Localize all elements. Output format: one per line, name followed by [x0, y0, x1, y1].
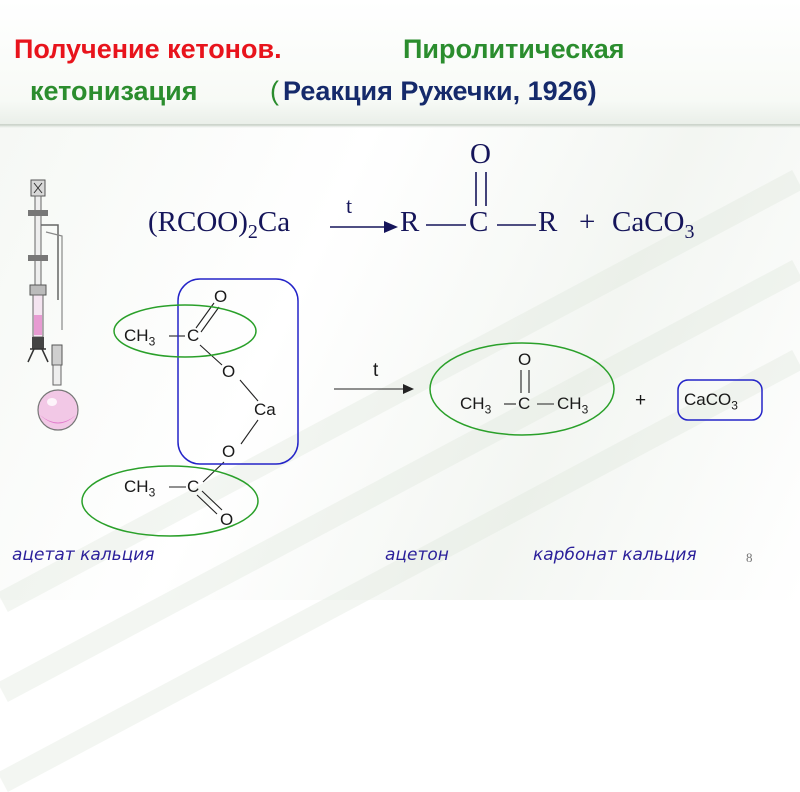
- acetate-ch3-top: CH3: [124, 326, 156, 349]
- acetone-ch3-left: CH3: [460, 394, 492, 417]
- title-part-1: Получение кетонов.: [14, 34, 282, 64]
- acetyl-highlight-top: [113, 304, 257, 358]
- title-part-4: Реакция Ружечки, 1926): [283, 76, 597, 106]
- title-divider: [0, 124, 800, 128]
- title-part-2: Пиролитическая: [403, 34, 625, 64]
- calcium-highlight-oval: [177, 278, 299, 465]
- caption-calcium-carbonate: карбонат кальция: [533, 545, 697, 565]
- caption-calcium-acetate: ацетат кальция: [12, 545, 155, 565]
- acetate-o-single-top: O: [222, 362, 236, 381]
- reaction-arrow: [334, 384, 414, 394]
- carbonate-formula: CaCO3: [684, 390, 738, 413]
- distillation-apparatus-icon: [27, 179, 79, 431]
- ketone-oxygen: O: [470, 138, 491, 170]
- general-plus: +: [579, 206, 596, 238]
- general-equation-bonds: [426, 172, 536, 226]
- acetate-o-single-bottom: O: [222, 442, 236, 461]
- page-number: 8: [746, 550, 753, 565]
- ketone-carbon: C: [469, 206, 489, 238]
- acetate-c-bottom: C: [187, 477, 200, 496]
- carbonate-highlight-box: [677, 379, 763, 421]
- general-condition: t: [346, 193, 353, 218]
- acetate-c-top: C: [187, 326, 200, 345]
- acetone-bonds: [504, 370, 554, 405]
- byproduct-formula: CaCO3: [612, 206, 695, 243]
- acetone-highlight-oval: [429, 342, 615, 436]
- acetone-ch3-right: CH3: [557, 394, 589, 417]
- diagram-drawing: [27, 172, 763, 537]
- reaction-condition: t: [373, 360, 379, 381]
- general-reaction-arrow: [330, 221, 398, 233]
- r-group-right: R: [538, 206, 558, 238]
- acetate-calcium: Ca: [254, 400, 276, 419]
- acetate-o-double-top: O: [214, 287, 228, 306]
- reactant-formula: (RCOO)2Ca: [148, 206, 291, 243]
- caption-acetone: ацетон: [385, 545, 449, 565]
- acetone-oxygen: O: [518, 350, 532, 369]
- acetate-o-double-bottom: O: [220, 510, 234, 529]
- title-paren: (: [270, 76, 279, 106]
- acetyl-highlight-bottom: [81, 465, 259, 537]
- r-group-left: R: [400, 206, 420, 238]
- acetone-carbon: C: [518, 394, 531, 413]
- title-band: [0, 0, 800, 126]
- products-plus: +: [635, 390, 647, 411]
- acetate-ch3-bottom: CH3: [124, 477, 156, 500]
- title-part-3: кетонизация: [30, 76, 198, 106]
